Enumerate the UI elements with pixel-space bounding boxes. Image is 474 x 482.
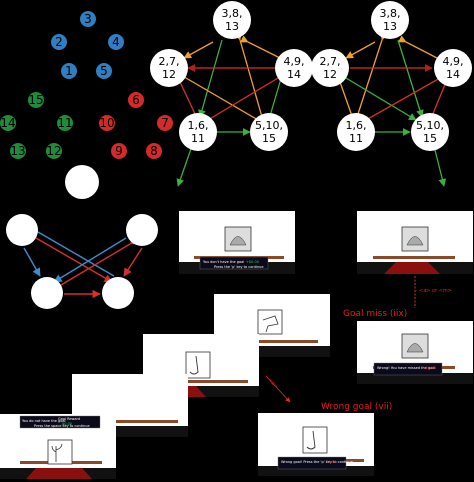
red-cluster: 6 10 7 9 8	[99, 92, 173, 159]
green-node-15: 15	[28, 93, 43, 107]
left-node-bl-l1: 1,6,	[188, 119, 209, 132]
left-node-bl-l2: 11	[191, 132, 205, 145]
blue-node-1: 1	[65, 64, 73, 78]
left-node-right-l1: 4,9,	[284, 55, 305, 68]
empty-node	[65, 165, 99, 199]
green-node-13: 13	[10, 144, 25, 158]
number-clusters: 3 2 4 1 5 15 14 11 13 12 6 10 7 9 8	[0, 11, 173, 199]
red-node-9: 9	[115, 144, 123, 158]
top-left-space: Press the 'p' key to continue	[214, 265, 264, 269]
right-node-br-l2: 15	[423, 132, 437, 145]
blue-node-4: 4	[112, 35, 120, 49]
goal-miss-label: Goal miss (iix)	[343, 309, 407, 319]
right-node-right-l1: 4,9,	[443, 55, 464, 68]
left-node-left-l1: 2,7,	[159, 55, 180, 68]
blue-node-3: 3	[84, 12, 92, 26]
green-node-11: 11	[57, 116, 72, 130]
hat-icon-3	[406, 343, 424, 353]
red-node-7: 7	[161, 116, 169, 130]
right-node-br-l1: 5,10,	[416, 119, 444, 132]
right-node-bl-l1: 1,6,	[346, 119, 367, 132]
right-node-bl-l2: 11	[349, 132, 363, 145]
red-node-6: 6	[132, 93, 140, 107]
green-node-14: 14	[0, 116, 15, 130]
front-instr: You do not have the goal	[22, 419, 66, 423]
keys-label: <a> or <m>	[419, 288, 452, 294]
graph-right: 3,8, 13 2,7, 12 4,9, 14 1,6, 11 5,10, 15	[311, 1, 472, 187]
blue-node-5: 5	[100, 64, 108, 78]
left-node-right-l2: 14	[287, 68, 301, 81]
hat-icon-2	[406, 236, 424, 246]
right-node-right-l2: 14	[446, 68, 460, 81]
screen-wrong-goal: Wrong goal! Press the 'p' key to continu…	[258, 413, 374, 476]
screen-front: You do not have the goal Goal Reward $0.…	[0, 414, 116, 479]
wrong-goal-label: Wrong goal (vii)	[321, 402, 392, 412]
right-node-top-l2: 13	[383, 20, 397, 33]
front-reward-label: Goal Reward	[58, 417, 80, 421]
green-node-12: 12	[46, 144, 61, 158]
screen-top-left: You don't have the goal +$0.00 Press the…	[179, 211, 295, 274]
left-node-top-l1: 3,8,	[222, 7, 243, 20]
graph-left: 3,8, 13 2,7, 12 4,9, 14 1,6, 11 5,10, 15	[150, 1, 313, 187]
wrong-connector	[265, 375, 291, 403]
wrong-text: Wrong goal! Press the 'p' key to continu…	[281, 460, 353, 464]
hat-icon	[229, 236, 247, 246]
red-node-10: 10	[99, 116, 114, 130]
left-node-br-l2: 15	[262, 132, 276, 145]
cactus-icon	[51, 443, 63, 462]
right-node-left-l1: 2,7,	[320, 55, 341, 68]
left-node-left-l2: 12	[162, 68, 176, 81]
left-node-br-l1: 5,10,	[255, 119, 283, 132]
right-node-left-l2: 12	[323, 68, 337, 81]
red-node-8: 8	[150, 144, 158, 158]
wrong-reward: -$0.00	[325, 460, 336, 464]
front-reward-value: $0.00	[62, 422, 72, 426]
screen-top-right	[357, 211, 473, 274]
screen-goal-miss: Wrong! You have missed the goal -$0.00	[357, 321, 473, 384]
bowtie-graph	[6, 214, 158, 309]
miss-reward: -$0.00	[424, 366, 435, 370]
blue-cluster: 3 2 4 1 5	[51, 11, 124, 79]
left-node-top-l2: 13	[225, 20, 239, 33]
miss-text: Wrong! You have missed the goal	[377, 366, 435, 370]
top-left-reward: +$0.00	[246, 260, 259, 264]
front-space: Press the space key to continue	[34, 424, 90, 428]
blue-node-2: 2	[55, 35, 63, 49]
saxophone-icon-2	[306, 430, 316, 450]
top-left-text: You don't have the goal	[203, 260, 244, 264]
drill-icon	[262, 315, 279, 333]
green-cluster: 15 14 11 13 12	[0, 92, 73, 159]
right-node-top-l1: 3,8,	[380, 7, 401, 20]
saxophone-icon	[189, 355, 199, 375]
